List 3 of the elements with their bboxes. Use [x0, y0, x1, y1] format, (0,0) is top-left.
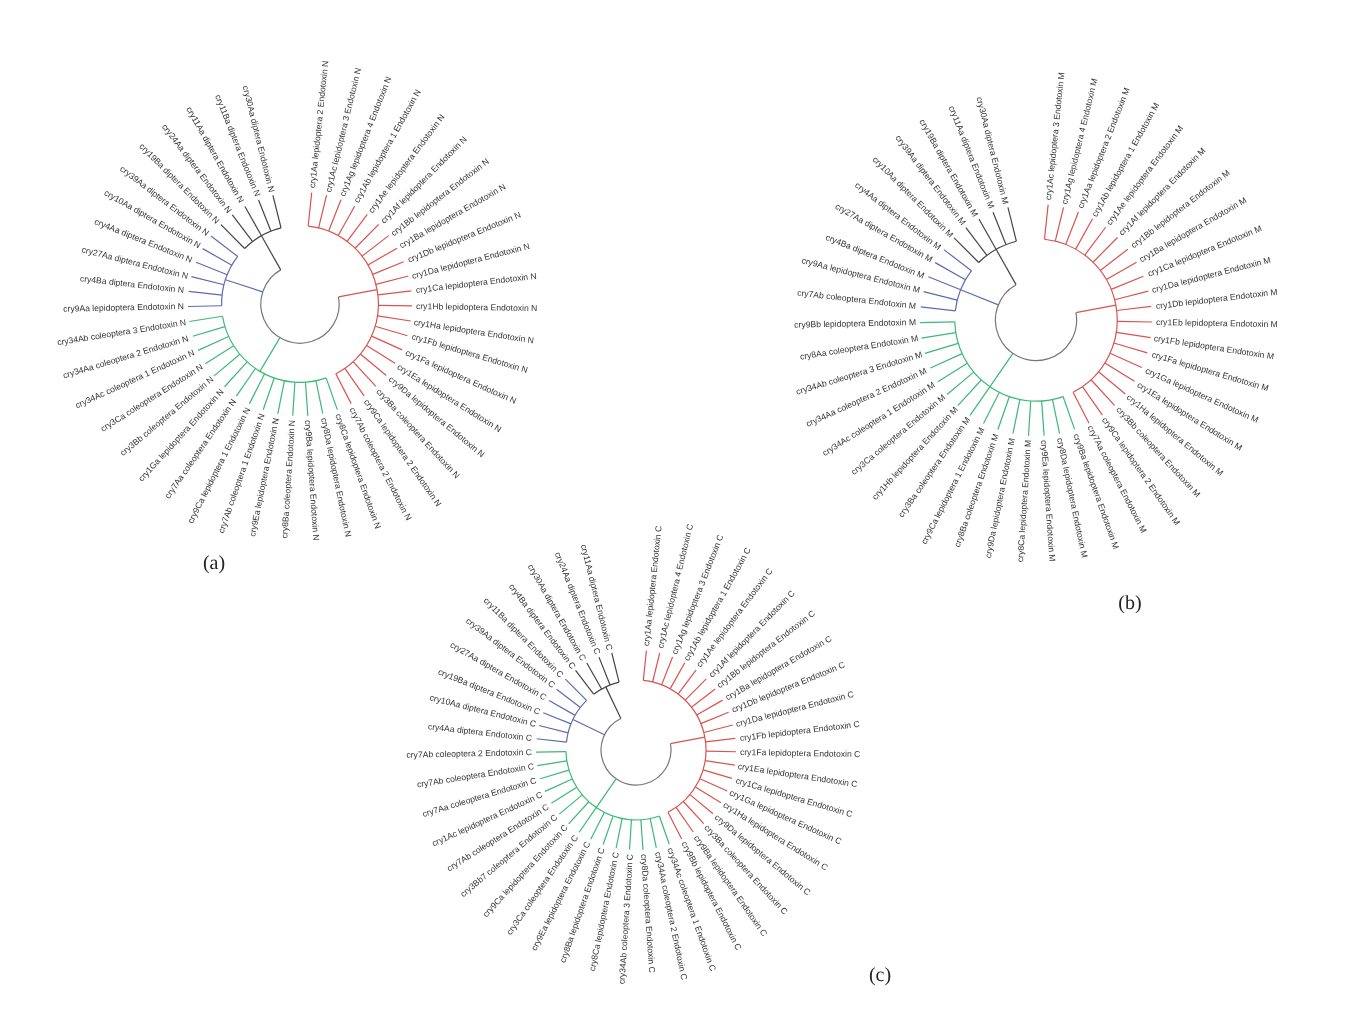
panel-label: (a) — [202, 553, 226, 575]
panel-label: (c) — [868, 965, 892, 987]
panel-label: (b) — [1118, 593, 1142, 615]
